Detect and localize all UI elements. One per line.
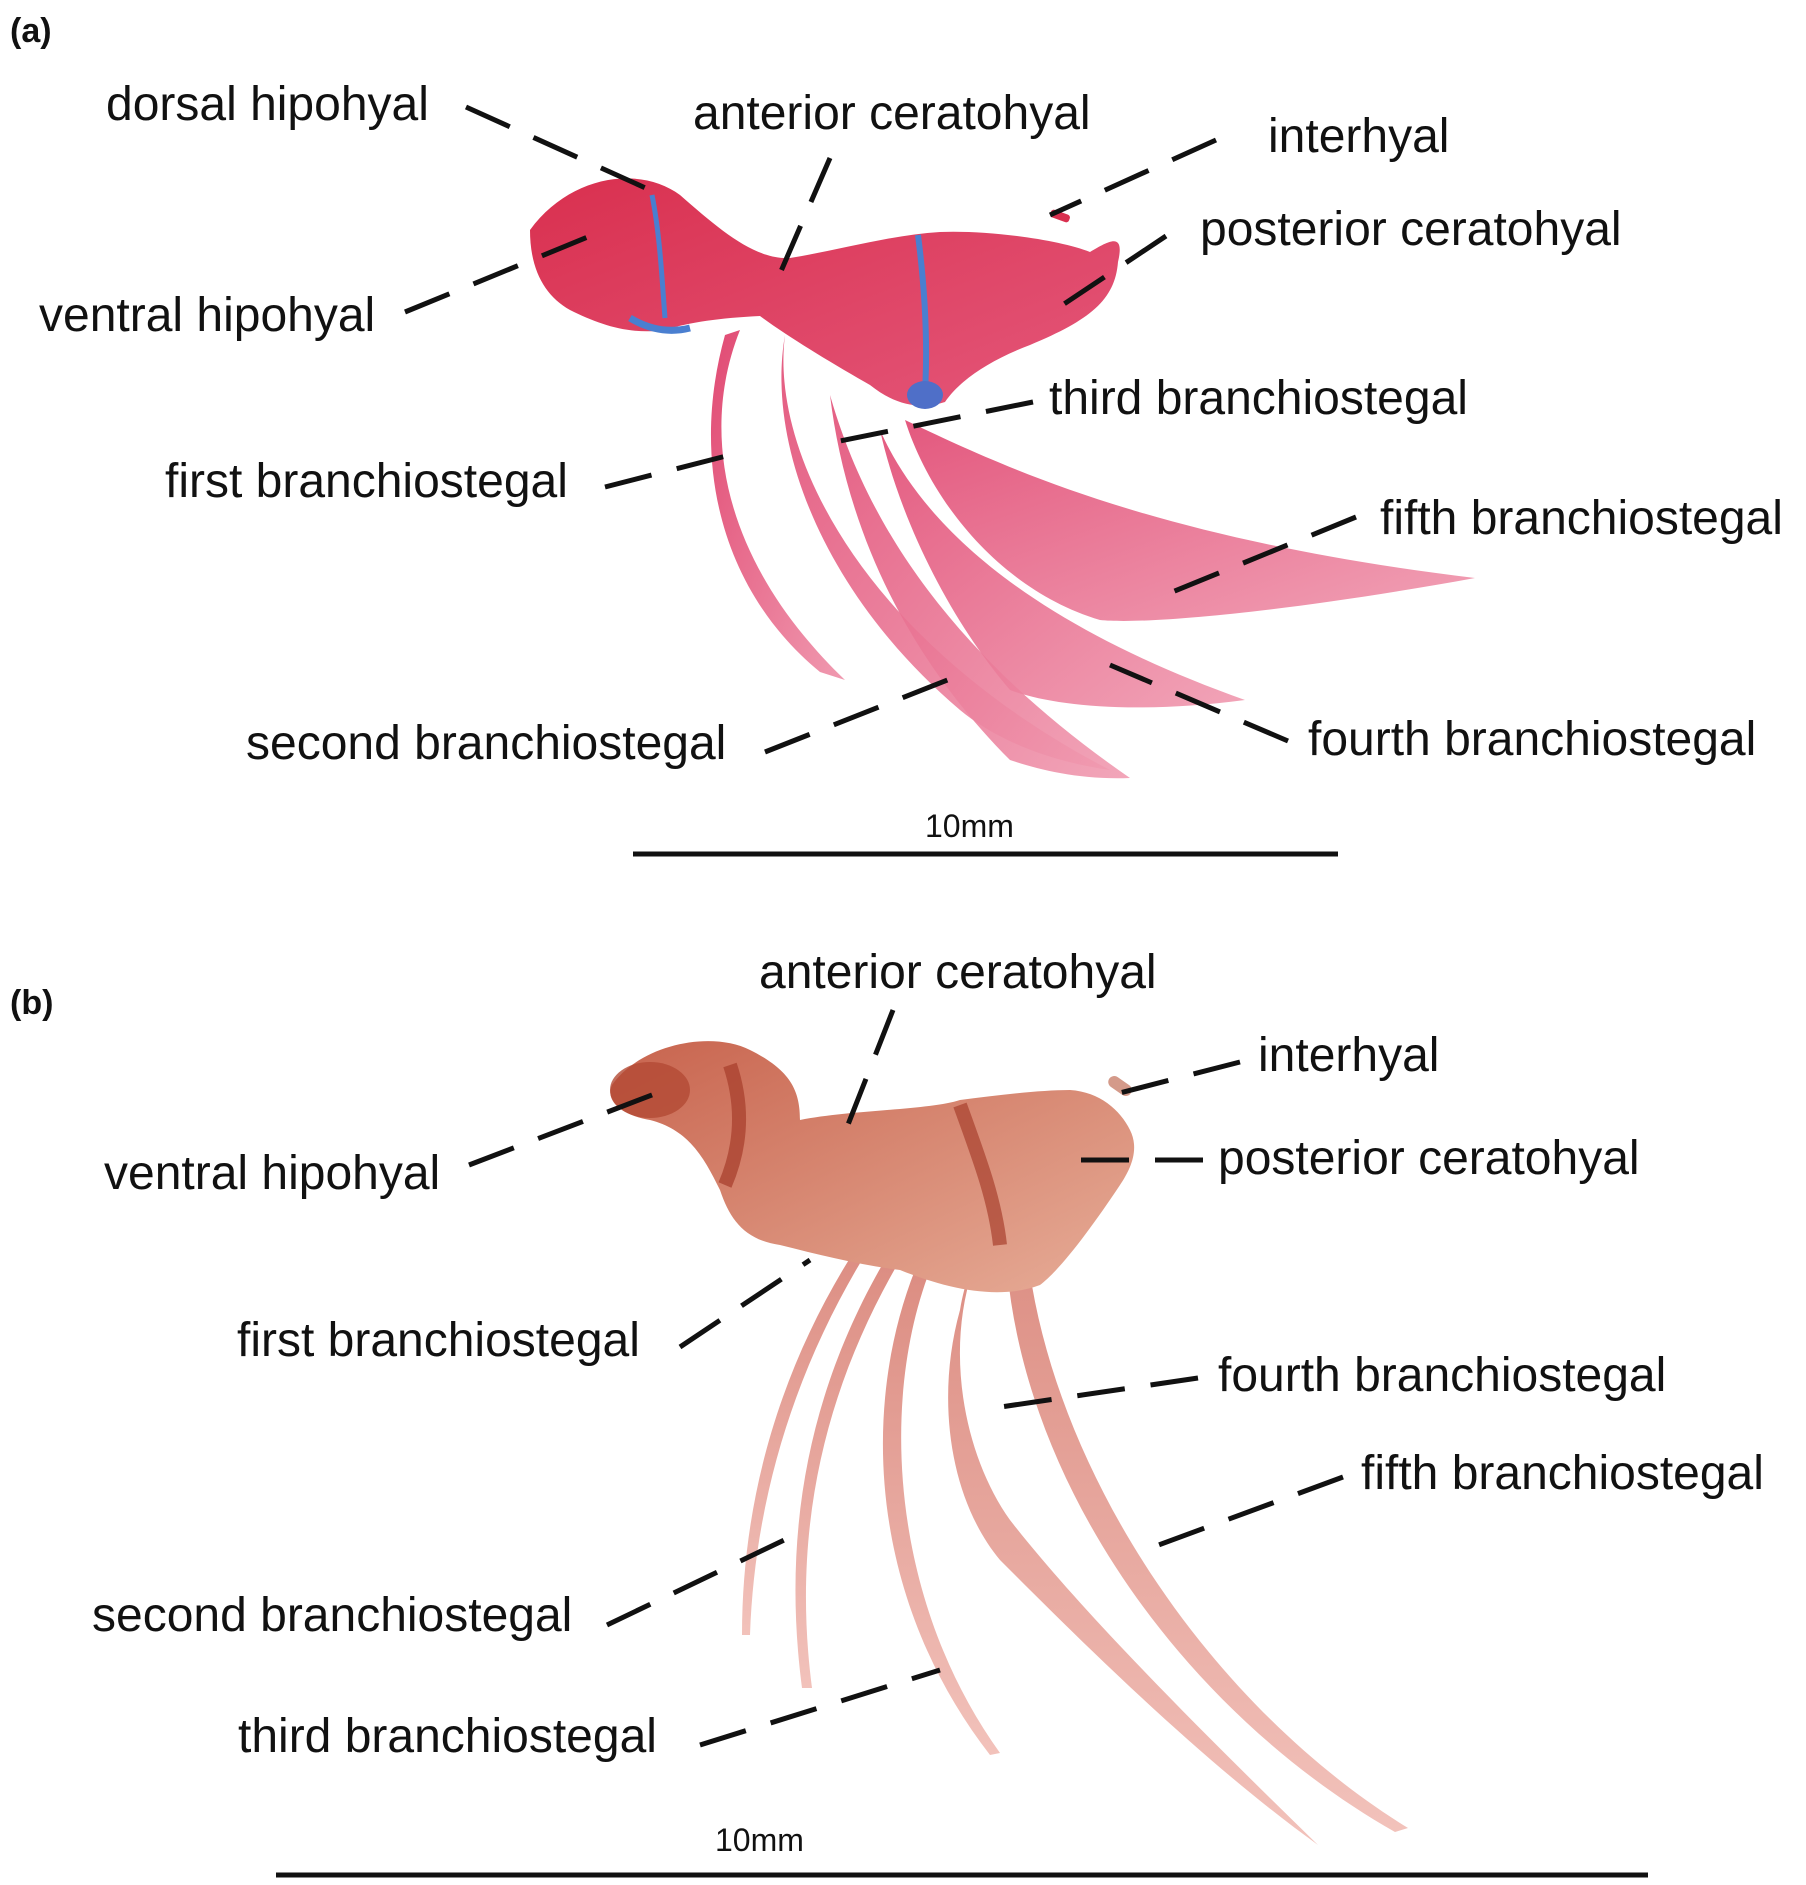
b-label-fifth-branchiostegal: fifth branchiostegal	[1361, 1447, 1764, 1500]
b-label-anterior-ceratohyal: anterior ceratohyal	[759, 946, 1157, 999]
b-label-posterior-ceratohyal: posterior ceratohyal	[1218, 1132, 1640, 1185]
a-hyoid-body-shape	[530, 178, 1120, 406]
b-label-fourth-branchiostegal: fourth branchiostegal	[1218, 1349, 1667, 1402]
a-label-fifth-branchiostegal: fifth branchiostegal	[1380, 492, 1783, 545]
a-cartilage-joint-1	[649, 194, 668, 319]
a-fourth-branchiostegal-shape	[880, 430, 1245, 708]
b-label-third-branchiostegal: third branchiostegal	[238, 1710, 657, 1763]
b-third-branchiostegal-shape	[882, 1270, 1000, 1755]
a-label-third-branchiostegal: third branchiostegal	[1049, 372, 1468, 425]
panel-a-leader-lines	[404, 104, 1357, 755]
a-cartilage-joint-2	[628, 314, 691, 334]
a-label-interhyal: interhyal	[1268, 110, 1450, 163]
b-ridge-2	[953, 1102, 1007, 1246]
b-fourth-branchiostegal-shape	[948, 1240, 1318, 1845]
panel-b-leader-lines	[468, 1009, 1344, 1748]
panel-b-letter: (b)	[10, 984, 54, 1022]
a-cartilage-joint-3	[915, 234, 930, 393]
b-second-branchiostegal-shape	[795, 1260, 900, 1688]
a-label-posterior-ceratohyal: posterior ceratohyal	[1200, 203, 1622, 256]
a-label-second-branchiostegal: second branchiostegal	[246, 717, 727, 770]
a-first-branchiostegal-shape	[710, 330, 845, 680]
a-label-dorsal-hipohyal: dorsal hipohyal	[106, 78, 429, 131]
panel-b-specimen	[610, 1041, 1408, 1845]
a-label-ventral-hipohyal: ventral hipohyal	[39, 289, 376, 342]
b-label-first-branchiostegal: first branchiostegal	[237, 1314, 640, 1367]
b-label-interhyal: interhyal	[1258, 1029, 1440, 1082]
a-fifth-branchiostegal-shape	[905, 420, 1475, 621]
b-label-second-branchiostegal: second branchiostegal	[92, 1589, 573, 1642]
a-label-first-branchiostegal: first branchiostegal	[165, 455, 568, 508]
panel-a-letter: (a)	[10, 12, 52, 50]
a-label-fourth-branchiostegal: fourth branchiostegal	[1308, 713, 1757, 766]
b-hyoid-body-shape	[610, 1041, 1135, 1293]
b-hipohyal-knob	[610, 1062, 690, 1118]
b-scale-bar-label: 10mm	[715, 1822, 804, 1858]
b-interhyal-shape	[1108, 1075, 1132, 1097]
a-scale-bar-label: 10mm	[925, 808, 1014, 844]
a-label-anterior-ceratohyal: anterior ceratohyal	[693, 87, 1091, 140]
a-cartilage-node	[907, 381, 943, 409]
b-ridge-1	[718, 1062, 747, 1188]
b-label-ventral-hipohyal: ventral hipohyal	[104, 1147, 441, 1200]
panel-a-specimen	[530, 178, 1475, 779]
